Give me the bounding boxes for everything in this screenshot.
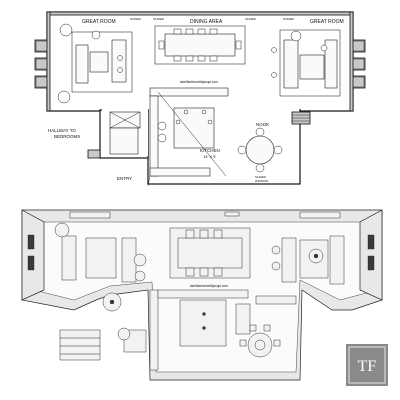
label-window-1: WINDOW [255,179,268,183]
persp-top-window-2 [224,211,240,217]
label-slider-2: SLIDER [153,17,165,21]
label-kitchen: KITCHEN [200,148,220,153]
top-wall-hatch [46,11,354,16]
label-kitchen-dims: 14' X 9' [203,154,216,159]
label-slider-5: SLIDER [255,175,267,179]
nook-table [237,127,283,173]
persp-right-living [271,235,345,285]
floor-plan-2d [34,11,366,187]
tf-logo: TF [346,344,388,386]
persp-left-window-1 [27,234,35,250]
persp-right-window-2 [367,255,375,271]
label-entry: ENTRY [117,176,132,181]
persp-top-window-3 [299,211,341,219]
label-hallway-line2: BEDROOMS [54,134,80,139]
persp-watermark: tamilfashionwithjacqui.com [190,284,228,288]
persp-right-bay [359,209,383,301]
tf-logo-text: TF [358,358,377,375]
label-plan-watermark: tamilfashionwithjacqui.com [180,80,218,84]
dining-table-group [154,25,246,65]
floor-plan-perspective: tamilfashionwithjacqui.com [21,209,383,381]
label-great-room-left: GREAT ROOM [82,19,116,25]
right-great-room-furniture [271,29,341,97]
persp-left-bay [21,209,45,301]
persp-right-window-1 [367,234,375,250]
label-nook: NOOK [256,122,269,127]
label-dining-area: DINING AREA [190,19,223,25]
label-great-room-right: GREAT ROOM [310,19,344,25]
label-hallway-line1: HALLWAY TO [48,128,76,133]
label-slider-1: SLIDER [130,17,142,21]
left-great-room-furniture [57,23,133,104]
label-slider-4: SLIDER [283,17,295,21]
right-wall-hatch [349,11,354,112]
persp-left-window-2 [27,255,35,271]
persp-dining [169,227,251,279]
entry-steps [87,149,151,187]
kitchen-layout [109,87,229,177]
right-steps [291,111,311,125]
label-hallway: HALLWAY TO BEDROOMS [48,128,80,139]
left-wall-hatch [46,11,51,112]
persp-left-living [54,222,147,312]
label-slider-3: SLIDER [245,17,257,21]
persp-nook [239,324,281,358]
persp-top-window-1 [69,211,111,219]
persp-stairs [59,329,101,361]
persp-kitchen [117,289,297,371]
